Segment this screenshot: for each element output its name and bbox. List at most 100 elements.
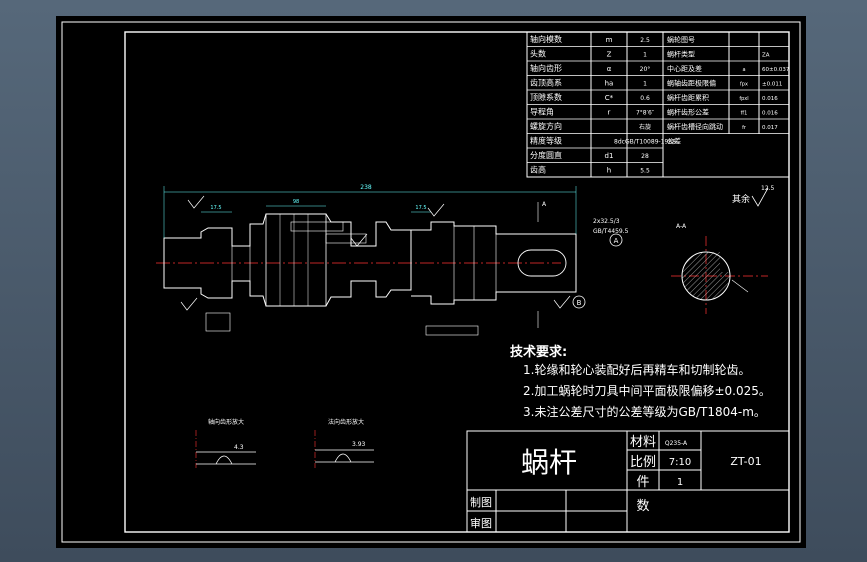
- param-symbol: d1: [605, 152, 614, 160]
- section-mark-top: A: [542, 201, 547, 208]
- detail-axial: 轴向齿形放大 4.3: [195, 418, 256, 468]
- param-value: 0.6: [640, 95, 650, 102]
- param-name: 顶隙系数: [530, 92, 562, 102]
- svg-text:轴向齿形放大: 轴向齿形放大: [208, 418, 244, 426]
- param-name-right: 蜗杆齿形公差: [667, 108, 709, 117]
- param-name-right: 蜗轮图号: [667, 35, 695, 44]
- param-name-right: 公差: [667, 137, 681, 146]
- shaft-right-body: [411, 221, 577, 305]
- param-name-right: 蜗杆齿槽径向跳动: [667, 122, 723, 131]
- param-value-right: ZA: [762, 53, 770, 59]
- scale-label: 比例: [630, 455, 656, 470]
- tech-item-1: 1.轮缘和轮心装配好后再精车和切制轮齿。: [523, 362, 750, 377]
- param-value: 1: [643, 52, 647, 59]
- param-name-right: 蜗杆类型: [667, 50, 695, 59]
- roughness-other: 其余 12.5: [732, 185, 775, 207]
- param-name-right: 中心距及差: [667, 64, 702, 73]
- param-name: 齿顶高系: [530, 78, 562, 88]
- worm-thread-section: [265, 213, 327, 307]
- param-symbol-right: fpxl: [739, 96, 748, 102]
- checked-by-label: 审图: [470, 516, 492, 530]
- param-name: 轴向模数: [530, 34, 562, 44]
- param-name-right: 蜗轴齿距极限偏: [667, 79, 716, 88]
- callout-a-label: A: [614, 237, 619, 245]
- param-name: 齿高: [530, 165, 546, 175]
- qty-label: 件: [636, 475, 649, 490]
- tolerance-frame-3: [425, 325, 479, 336]
- param-value: 2.5: [640, 37, 650, 44]
- param-value: 1: [643, 81, 647, 88]
- param-value: 28: [641, 153, 649, 160]
- shaft-left-body: [163, 213, 412, 307]
- param-name: 分度圆直: [530, 150, 562, 160]
- section-title: A-A: [676, 223, 687, 230]
- param-symbol: m: [606, 36, 613, 44]
- param-name: 导程角: [530, 107, 554, 117]
- param-symbol-right: fpx: [740, 82, 748, 88]
- param-value: 5.5: [640, 168, 650, 175]
- svg-text:12.5: 12.5: [761, 185, 775, 192]
- param-name: 轴向齿形: [530, 63, 562, 73]
- key-std-text: GB/T4459.5: [593, 228, 629, 235]
- param-value-right: 0.016: [762, 96, 778, 102]
- outer-border: [61, 21, 801, 543]
- callout-a-circle: [609, 233, 623, 247]
- part-name: 蜗杆: [521, 446, 577, 479]
- param-value: 20°: [640, 66, 651, 73]
- tech-requirements: 技术要求: 1.轮缘和轮心装配好后再精车和切制轮齿。 2.加工蜗轮时刀具中间平面…: [510, 344, 771, 419]
- callout-b-circle: [572, 295, 586, 309]
- tolerance-frame-2: [325, 233, 367, 244]
- param-symbol: Z: [607, 51, 612, 59]
- param-symbol-right: fr: [742, 125, 747, 131]
- param-symbol: α: [607, 65, 612, 73]
- param-symbol-right: ff1: [741, 111, 748, 117]
- dim-right-step: 17.5: [415, 205, 426, 211]
- scale-value: 7:10: [669, 457, 691, 468]
- dim-left-step: 17.5: [210, 205, 221, 211]
- param-name-right: 蜗杆齿距累积: [667, 93, 709, 102]
- tolerance-frame-4: [205, 312, 231, 332]
- material-value: Q235-A: [665, 440, 688, 447]
- tech-item-2: 2.加工蜗轮时刀具中间平面极限偏移±0.025。: [523, 383, 771, 398]
- param-name: 精度等级: [530, 136, 562, 146]
- detail-normal: 法向齿形放大 3.93: [314, 418, 374, 468]
- param-symbol-right: a: [742, 67, 745, 73]
- param-value: 8dcGB/T10089-1988: [614, 139, 676, 146]
- shaft-drawing[interactable]: 238 98 17.5 17.5 2x32.5/3 GB/T4459.5 A B: [156, 184, 629, 336]
- title-block[interactable]: 蜗杆 材料 Q235-A 比例 7:10 件 1 数 ZT-01 制图 审图: [466, 430, 790, 533]
- qty-value: 1: [677, 477, 683, 488]
- svg-text:4.3: 4.3: [234, 444, 244, 451]
- section-view-aa[interactable]: A-A: [671, 223, 768, 314]
- qty-unit: 数: [636, 499, 649, 514]
- svg-text:法向齿形放大: 法向齿形放大: [328, 418, 364, 426]
- param-symbol: h: [607, 167, 611, 175]
- material-label: 材料: [630, 435, 656, 450]
- tech-title: 技术要求:: [510, 344, 567, 360]
- svg-text:其余: 其余: [732, 193, 750, 205]
- callout-b-label: B: [577, 299, 582, 307]
- param-symbol: ha: [605, 80, 614, 88]
- param-symbol: r: [608, 109, 611, 117]
- param-value-right: 0.017: [762, 125, 778, 131]
- tolerance-frame-1: [290, 221, 344, 232]
- param-symbol: C*: [605, 94, 614, 102]
- keyway: [517, 249, 567, 277]
- drawing-number: ZT-01: [730, 455, 761, 468]
- inner-border: [124, 31, 790, 533]
- param-name: 螺旋方向: [530, 121, 562, 131]
- thread-length-text: 98: [293, 199, 299, 205]
- drawn-by-label: 制图: [470, 496, 492, 509]
- param-value: 右旋: [639, 123, 651, 131]
- tech-item-3: 3.未注公差尺寸的公差等级为GB/T1804-m。: [523, 404, 766, 419]
- svg-text:3.93: 3.93: [352, 441, 366, 448]
- param-value-right: 60±0.037: [762, 67, 790, 73]
- param-value-right: 0.016: [762, 111, 778, 117]
- param-name: 头数: [530, 49, 546, 59]
- param-value: 7°8′6″: [636, 110, 655, 117]
- key-dim-text: 2x32.5/3: [593, 218, 620, 225]
- param-value-right: ±0.011: [762, 82, 782, 88]
